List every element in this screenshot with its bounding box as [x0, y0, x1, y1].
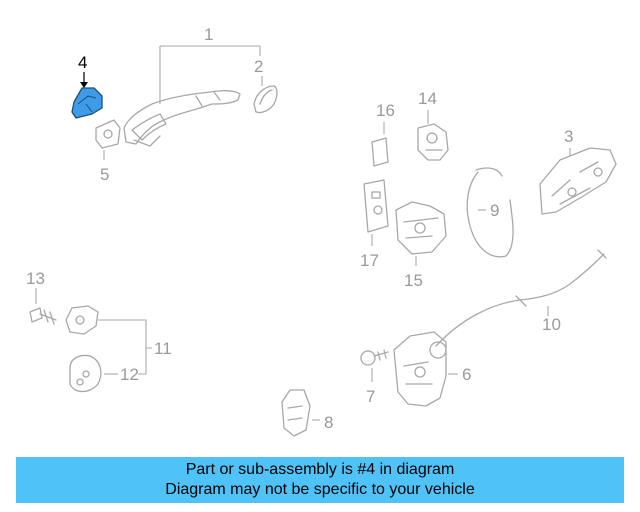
part-15-hinge[interactable] — [395, 201, 447, 255]
part-4-highlighted-seal[interactable] — [71, 87, 103, 119]
callout-14[interactable]: 14 — [418, 89, 437, 108]
callout-5[interactable]: 5 — [100, 165, 109, 184]
callout-7[interactable]: 7 — [366, 387, 375, 406]
banner-line-2: Diagram may not be specific to your vehi… — [165, 481, 475, 498]
callout-4[interactable]: 4 — [78, 53, 87, 72]
part-13-screw[interactable] — [29, 307, 57, 325]
part-11-plate[interactable] — [65, 305, 99, 335]
leader-1 — [159, 45, 261, 104]
callout-15[interactable]: 15 — [404, 271, 423, 290]
part-7-screw[interactable] — [360, 349, 389, 366]
part-17-plate[interactable] — [363, 179, 389, 233]
part-9-rod[interactable] — [466, 167, 514, 258]
exploded-parts-diagram: 1 2 4 5 16 14 3 — [26, 25, 617, 437]
callout-1[interactable]: 1 — [204, 25, 213, 44]
part-14-bracket[interactable] — [417, 123, 449, 161]
callout-9[interactable]: 9 — [490, 201, 499, 220]
leader-4-arrow — [80, 82, 88, 88]
part-1-door-handle[interactable] — [123, 90, 241, 147]
part-3-handle-frame[interactable] — [539, 147, 617, 215]
banner-line-1: Part or sub-assembly is #4 in diagram — [185, 461, 455, 478]
info-banner: Part or sub-assembly is #4 in diagram Di… — [16, 457, 624, 503]
part-5-gasket[interactable] — [95, 119, 121, 149]
callout-6[interactable]: 6 — [462, 365, 471, 384]
callout-12[interactable]: 12 — [120, 365, 139, 384]
part-16-cover[interactable] — [371, 137, 389, 167]
callout-16[interactable]: 16 — [376, 101, 395, 120]
callout-2[interactable]: 2 — [254, 57, 263, 76]
part-12-cap[interactable] — [69, 354, 102, 393]
callout-13[interactable]: 13 — [26, 269, 45, 288]
callout-8[interactable]: 8 — [324, 413, 333, 432]
part-2-handle-cap[interactable] — [253, 85, 278, 114]
leader-11 — [98, 319, 152, 375]
part-8-actuator[interactable] — [281, 389, 311, 437]
callout-11[interactable]: 11 — [154, 339, 172, 358]
callout-10[interactable]: 10 — [542, 315, 561, 334]
part-10-cable[interactable] — [435, 249, 607, 347]
part-6-latch[interactable] — [393, 331, 447, 407]
callout-3[interactable]: 3 — [564, 127, 573, 146]
callout-17[interactable]: 17 — [360, 251, 379, 270]
